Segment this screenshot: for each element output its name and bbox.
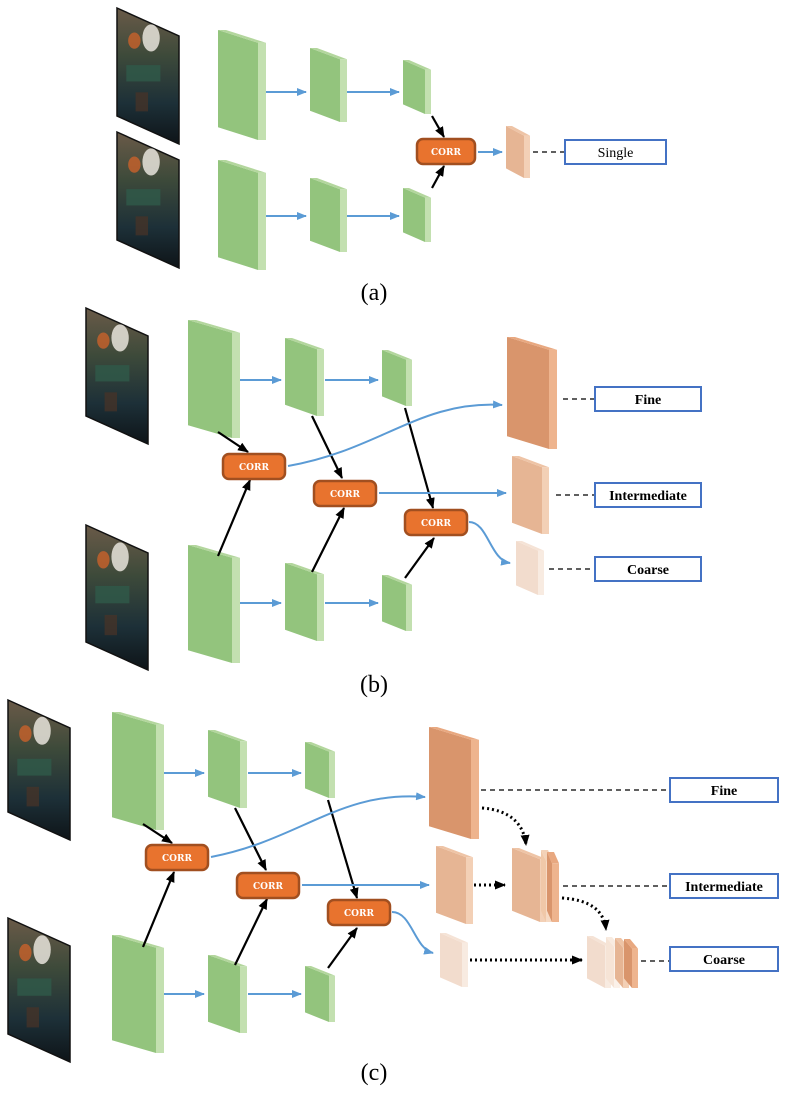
to-corr-arrow — [326, 799, 359, 899]
feature-map-block — [305, 742, 335, 798]
corr-output-arrow — [468, 521, 511, 566]
panel-caption: (b) — [360, 672, 388, 698]
input-image-icon — [116, 6, 180, 146]
output-volume-fine — [507, 337, 557, 449]
svg-text:Single: Single — [598, 146, 634, 161]
output-label-single: Single — [564, 139, 667, 165]
aggregated-volume-intermediate — [512, 848, 559, 922]
feature-map-block — [403, 188, 431, 242]
svg-text:Coarse: Coarse — [703, 953, 745, 968]
svg-text:Fine: Fine — [635, 393, 661, 408]
svg-text:CORR: CORR — [253, 882, 283, 892]
to-corr-arrow — [311, 507, 345, 573]
panel-b: CORR CORR CORR Fine Intermediate — [85, 306, 702, 698]
output-label-fine: Fine — [594, 386, 702, 412]
input-image-icon — [85, 523, 149, 672]
output-label-intermediate: Intermediate — [594, 482, 702, 508]
corr-block: CORR — [144, 843, 210, 872]
to-corr-arrow — [404, 537, 435, 579]
feature-map-block — [310, 178, 347, 252]
feature-map-block — [112, 712, 164, 830]
feature-map-block — [403, 60, 431, 114]
input-image-icon — [116, 130, 180, 270]
svg-text:Intermediate: Intermediate — [685, 880, 763, 895]
svg-text:Intermediate: Intermediate — [609, 489, 687, 504]
to-corr-arrow — [217, 431, 249, 453]
to-corr-arrow — [327, 927, 358, 969]
corr-output-arrow — [391, 911, 434, 955]
svg-text:CORR: CORR — [344, 909, 374, 919]
aggregation-arrow — [481, 806, 530, 846]
aggregation-arrow — [561, 896, 610, 931]
to-corr-arrow — [234, 898, 268, 966]
output-volume — [506, 126, 530, 178]
output-label-coarse: Coarse — [669, 946, 779, 972]
to-corr-arrow — [216, 479, 252, 557]
panel-a: CORR Single (a) — [116, 6, 667, 306]
aggregated-slice — [624, 939, 638, 988]
feature-map-block — [305, 966, 335, 1022]
svg-text:CORR: CORR — [330, 490, 360, 500]
corr-block: CORR — [221, 452, 287, 481]
feature-map-block — [310, 48, 347, 122]
input-image-icon — [7, 698, 71, 842]
to-corr-arrow — [431, 165, 445, 189]
feature-map-block — [188, 545, 240, 663]
to-corr-arrow — [234, 807, 267, 871]
feature-map-block — [285, 563, 324, 641]
output-volume-fine — [429, 727, 479, 839]
feature-map-block — [208, 730, 247, 808]
to-corr-arrow — [141, 871, 176, 948]
output-label-fine: Fine — [669, 777, 779, 803]
to-corr-arrow — [403, 407, 435, 509]
to-corr-arrow — [142, 823, 173, 844]
feature-map-block — [285, 338, 324, 416]
aggregated-volume-coarse — [587, 936, 638, 988]
svg-text:CORR: CORR — [431, 148, 461, 158]
output-label-coarse: Coarse — [594, 556, 702, 582]
svg-text:CORR: CORR — [162, 854, 192, 864]
panel-caption: (c) — [361, 1060, 388, 1086]
feature-map-block — [382, 575, 412, 631]
aggregated-slice — [547, 852, 559, 922]
feature-map-block — [112, 935, 164, 1053]
output-volume-intermediate — [512, 456, 549, 534]
corr-output-arrow — [287, 400, 503, 467]
corr-block: CORR — [403, 508, 469, 537]
svg-text:CORR: CORR — [239, 463, 269, 473]
svg-text:CORR: CORR — [421, 519, 451, 529]
input-image-icon — [7, 916, 71, 1064]
output-label-intermediate: Intermediate — [669, 873, 779, 899]
to-corr-arrow — [311, 415, 343, 479]
output-volume-coarse — [516, 541, 544, 595]
feature-map-block — [218, 160, 266, 270]
output-volume-coarse — [440, 933, 468, 987]
corr-block: CORR — [415, 137, 477, 166]
panel-caption: (a) — [361, 280, 388, 306]
feature-map-block — [218, 30, 266, 140]
input-image-icon — [85, 306, 149, 446]
corr-block: CORR — [326, 898, 392, 927]
corr-block: CORR — [235, 871, 301, 900]
corr-block: CORR — [312, 479, 378, 508]
output-volume-intermediate — [436, 846, 473, 924]
corr-output-arrow — [210, 792, 426, 858]
feature-map-block — [208, 955, 247, 1033]
svg-text:Coarse: Coarse — [627, 563, 669, 578]
feature-map-block — [188, 320, 240, 438]
to-corr-arrow — [431, 115, 445, 138]
feature-map-block — [382, 350, 412, 406]
svg-text:Fine: Fine — [711, 784, 737, 799]
panel-c: CORR CORR CORR — [7, 698, 779, 1086]
